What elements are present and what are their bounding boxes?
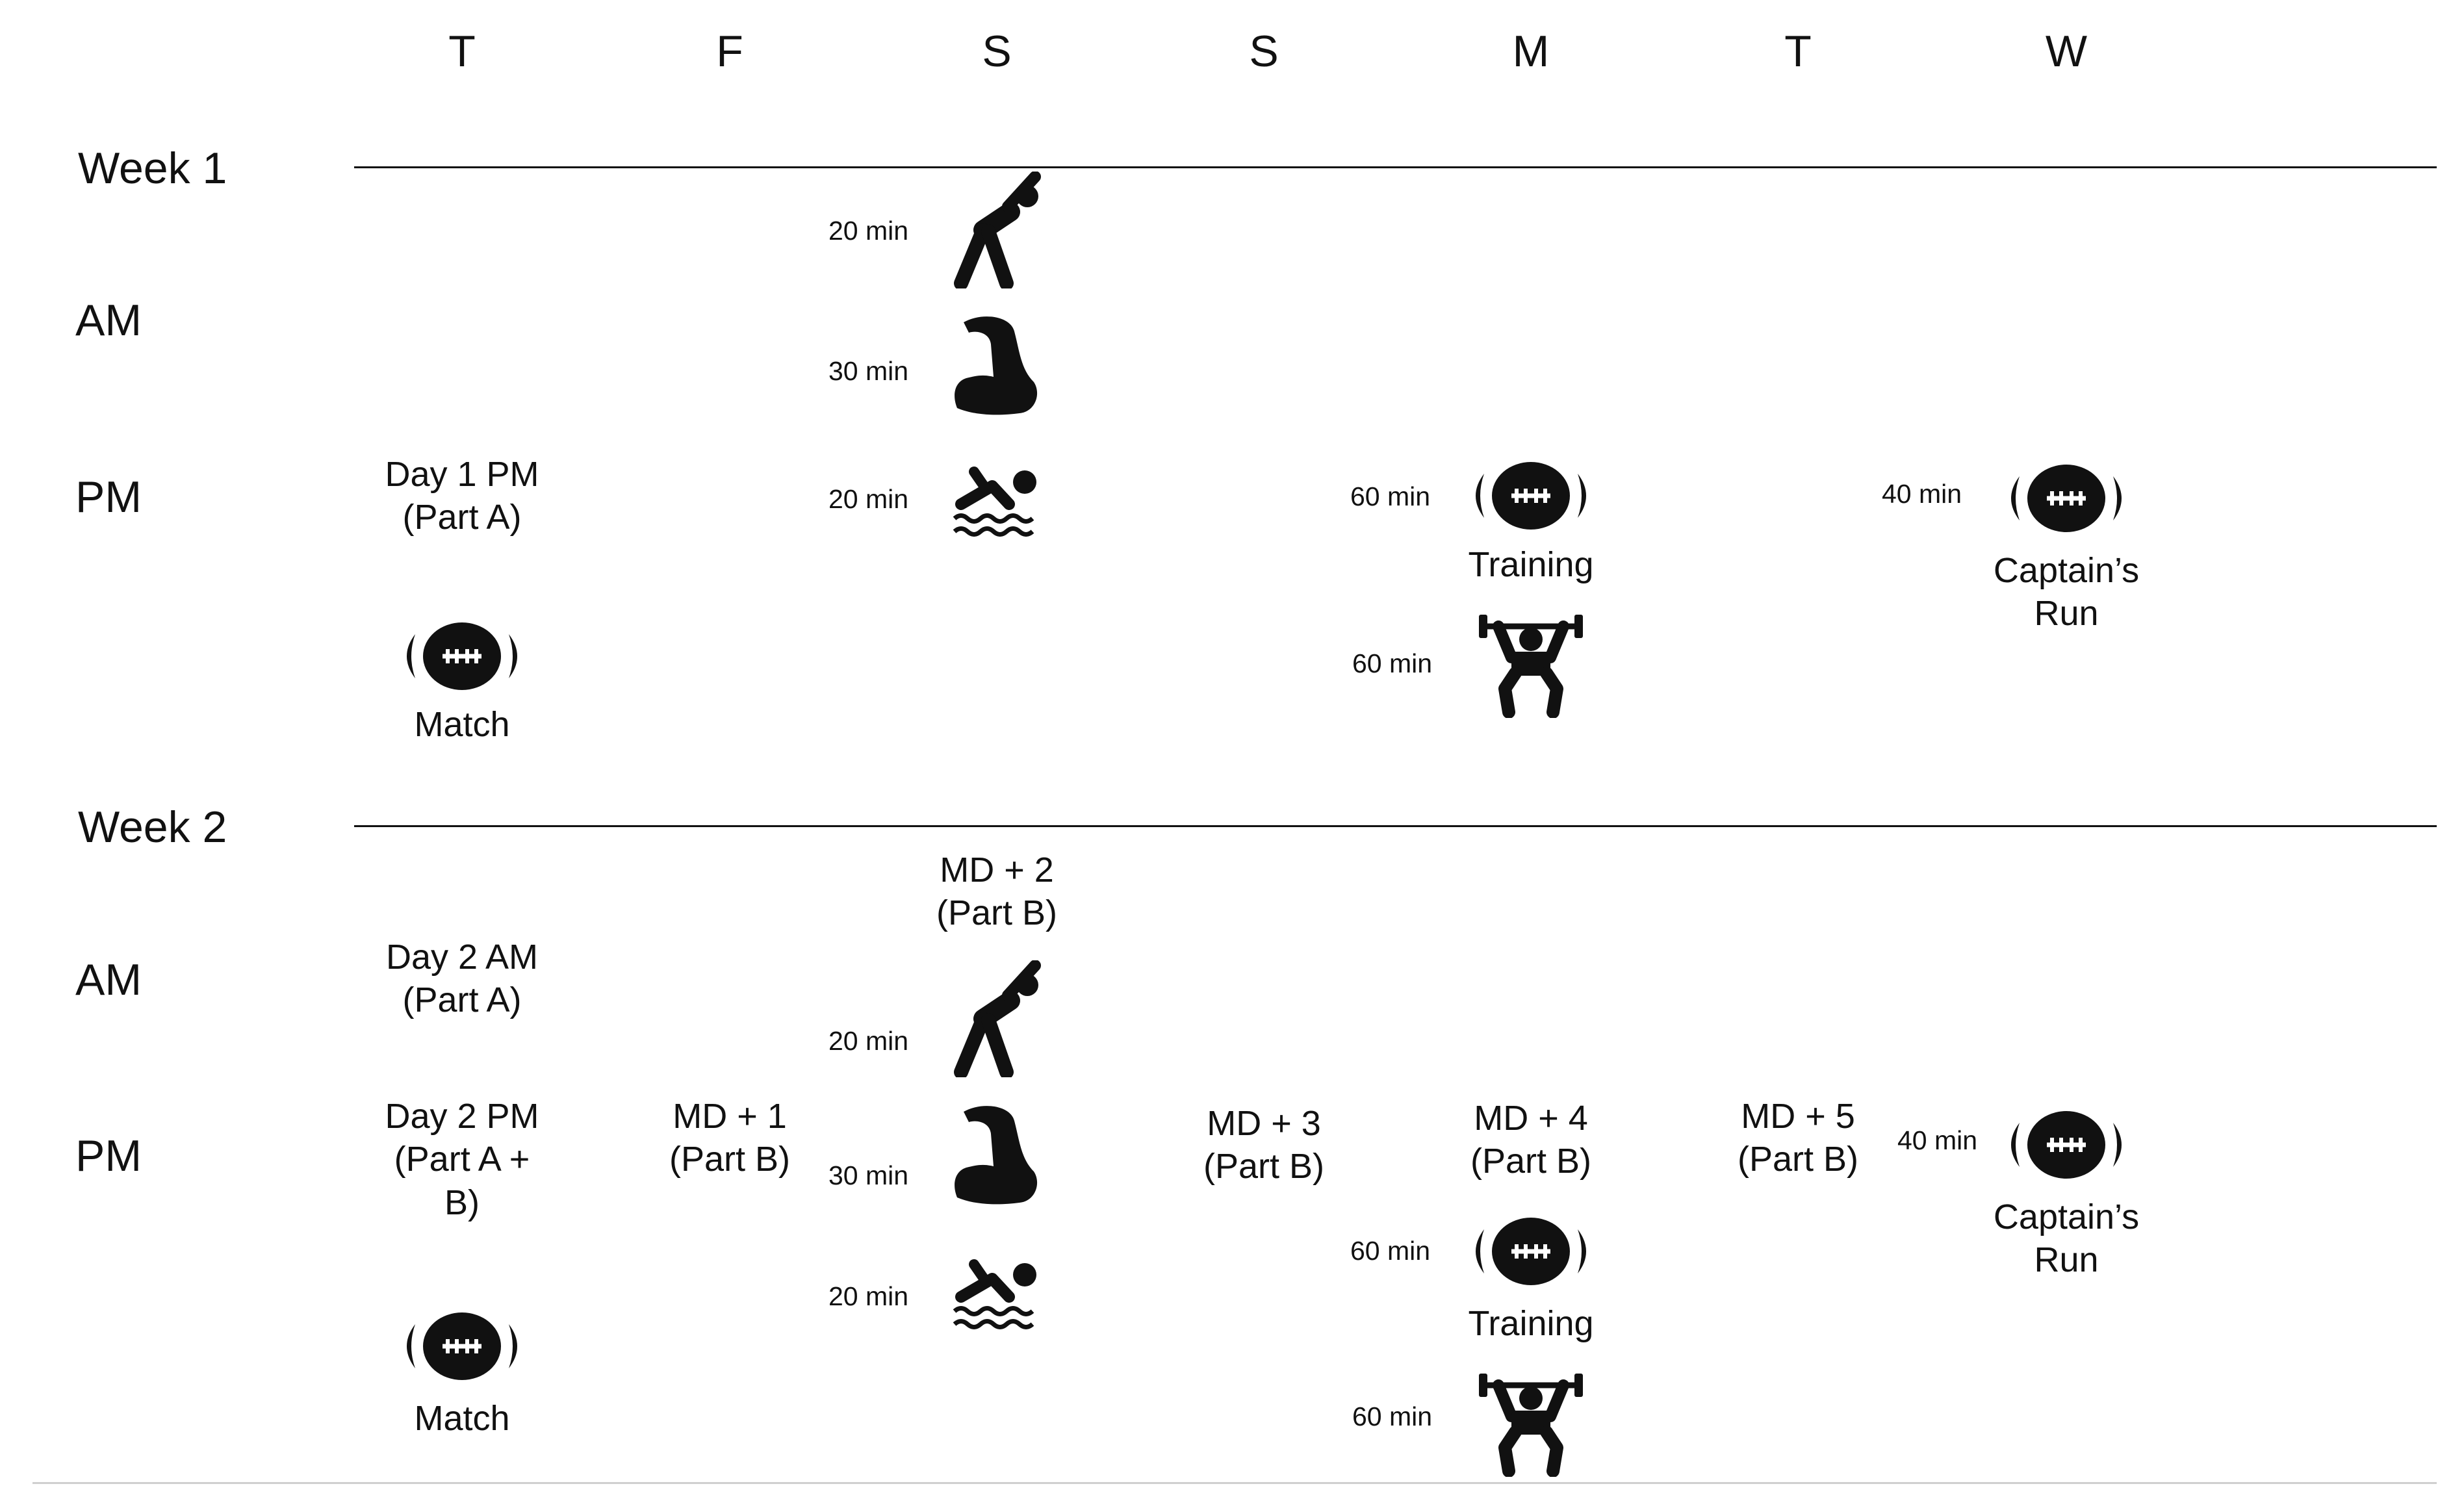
week-1-am-label: AM: [75, 296, 142, 345]
week-2-mon-duration-1: 60 min: [1350, 1236, 1431, 1266]
week-1-mon-duration-1: 60 min: [1350, 481, 1431, 511]
week-2-pm-label: PM: [75, 1131, 142, 1181]
weightlifting-icon: [1472, 1366, 1589, 1477]
rugby-ball-icon: [2008, 1106, 2125, 1184]
rugby-ball-icon: [2008, 459, 2125, 537]
week-2-sat-duration-3: 20 min: [828, 1281, 909, 1311]
rugby-ball-icon: [1472, 1212, 1589, 1290]
week-2-tue2-label: MD + 5 (Part B): [1737, 1097, 1859, 1179]
week-2-label: Week 2: [78, 802, 227, 852]
week-1-sat-duration-2: 30 min: [828, 356, 909, 386]
week-2-divider: [354, 825, 2437, 827]
week-2-sat-duration-1: 20 min: [828, 1026, 909, 1056]
week-2-fri-label: MD + 1 (Part B): [669, 1097, 791, 1179]
strength-arm-icon: [955, 316, 1038, 415]
weightlifting-icon: [1472, 608, 1589, 718]
week-2-sat-duration-2: 30 min: [828, 1160, 909, 1190]
week-1-wed-caption: Captain’s Run: [1993, 551, 2140, 633]
rugby-ball-icon: [404, 617, 520, 695]
week-1-divider: [354, 166, 2437, 168]
week-1-sat-duration-1: 20 min: [828, 216, 909, 246]
bottom-border: [32, 1482, 2437, 1484]
week-1-match-label: Match: [414, 705, 510, 744]
week-2-match-label: Match: [414, 1399, 510, 1438]
stretching-icon: [940, 960, 1050, 1077]
week-1-mon-duration-2: 60 min: [1352, 648, 1433, 678]
week-2-am-label: AM: [75, 955, 142, 1004]
week-2-tue-pm-label: Day 2 PM (Part A + B): [385, 1097, 539, 1222]
day-header-fri: F: [716, 27, 743, 76]
day-header-sat: S: [982, 27, 1012, 76]
swimming-icon: [940, 461, 1050, 539]
week-1-pm-label: PM: [75, 472, 142, 522]
rugby-ball-icon: [404, 1307, 520, 1385]
stretching-icon: [940, 172, 1050, 288]
strength-arm-icon: [955, 1106, 1038, 1205]
week-2-mon-training-label: Training: [1468, 1304, 1594, 1343]
week-2-wed-duration: 40 min: [1897, 1125, 1978, 1155]
week-1-wed-duration: 40 min: [1882, 479, 1962, 509]
week-2-sun-label: MD + 3 (Part B): [1203, 1104, 1325, 1186]
week-2-mon-label: MD + 4 (Part B): [1470, 1099, 1592, 1181]
day-header-sun: S: [1249, 27, 1279, 76]
week-1-sat-duration-3: 20 min: [828, 484, 909, 514]
day-header-tue-1: T: [448, 27, 476, 76]
week-2-mon-duration-2: 60 min: [1352, 1401, 1433, 1431]
week-1-label: Week 1: [78, 144, 227, 193]
week-2-sat-label: MD + 2 (Part B): [936, 851, 1058, 933]
week-1-tue-session-label: Day 1 PM (Part A): [385, 455, 539, 537]
week-1-mon-training-label: Training: [1468, 545, 1594, 584]
swimming-icon: [940, 1254, 1050, 1332]
day-header-wed: W: [2045, 27, 2088, 76]
rugby-ball-icon: [1472, 457, 1589, 535]
day-header-mon: M: [1512, 27, 1550, 76]
week-2-tue-am-label: Day 2 AM (Part A): [385, 938, 539, 1020]
week-2-wed-caption: Captain’s Run: [1993, 1197, 2140, 1280]
day-header-tue-2: T: [1784, 27, 1812, 76]
